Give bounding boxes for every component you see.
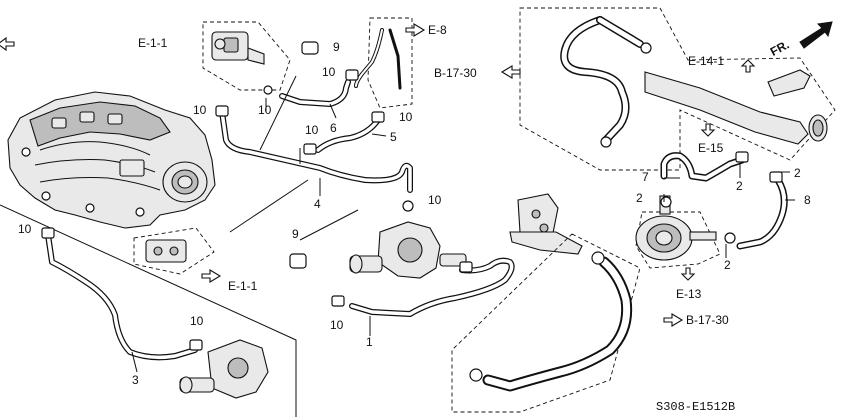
callout-2-b: 2	[736, 179, 743, 193]
ref-e-1-1-top: E-1-1	[138, 36, 168, 50]
callout-2-a: 2	[636, 191, 643, 205]
leader-lines	[131, 75, 795, 373]
callout-5: 5	[390, 130, 397, 144]
hose-7	[660, 152, 746, 182]
lower-hose-group	[451, 233, 641, 413]
ref-e-15: E-15	[698, 141, 724, 155]
bracket-center-right	[509, 193, 583, 255]
callout-10-b: 10	[258, 103, 272, 117]
hose-5	[315, 117, 381, 153]
hose-3	[45, 232, 198, 361]
hose-1	[349, 257, 515, 317]
bracket-e1-1-group	[133, 227, 215, 275]
callout-7: 7	[642, 170, 649, 184]
hose-e8	[354, 17, 413, 109]
fr-arrow-icon	[799, 21, 833, 49]
ref-e-1-1-bottom: E-1-1	[228, 279, 258, 293]
callout-8: 8	[804, 193, 811, 207]
callout-2-c: 2	[794, 166, 801, 180]
callout-2-d: 2	[724, 258, 731, 272]
callout-9-top: 9	[333, 40, 340, 54]
callout-6: 6	[330, 121, 337, 135]
intake-manifold	[7, 91, 216, 229]
callout-10-h: 10	[190, 314, 204, 328]
callout-10-c: 10	[322, 65, 336, 79]
diagram-code: S308-E1512B	[656, 400, 735, 414]
callout-10-a: 10	[193, 103, 207, 117]
callout-10-d: 10	[399, 110, 413, 124]
water-outlet-bottom	[179, 339, 269, 399]
hose-4	[219, 109, 413, 193]
callout-numbers: 9 10 10 10 10 10 10 10 10 10 6 5 4 9 1 3…	[18, 40, 811, 387]
clip-markers	[41, 41, 783, 351]
callout-1: 1	[366, 335, 373, 349]
callout-4: 4	[314, 197, 321, 211]
callout-10-i: 10	[330, 318, 344, 332]
ref-b-17-30-top: B-17-30	[434, 66, 477, 80]
ref-b-17-30-bottom: B-17-30	[686, 313, 729, 327]
section-frame	[0, 204, 297, 417]
reference-arrows	[0, 21, 833, 327]
oil-cooler-group	[635, 195, 736, 269]
ref-e-14-1: E-14-1	[688, 54, 724, 68]
callout-9-mid: 9	[292, 227, 299, 241]
reference-labels: E-1-1 E-8 B-17-30 E-14-1 E-15 E-1-1 E-13…	[138, 23, 792, 327]
iac-valve-group	[202, 21, 291, 95]
callout-10-f: 10	[428, 193, 442, 207]
ref-e-8: E-8	[428, 23, 447, 37]
callout-10-e: 10	[305, 123, 319, 137]
water-pipe-group	[519, 7, 836, 171]
ref-fr: FR.	[768, 37, 792, 58]
callout-10-g: 10	[18, 222, 32, 236]
hose-8	[736, 176, 788, 250]
thermostat-housing	[349, 200, 467, 279]
callout-3: 3	[132, 373, 139, 387]
ref-e-13: E-13	[676, 287, 702, 301]
